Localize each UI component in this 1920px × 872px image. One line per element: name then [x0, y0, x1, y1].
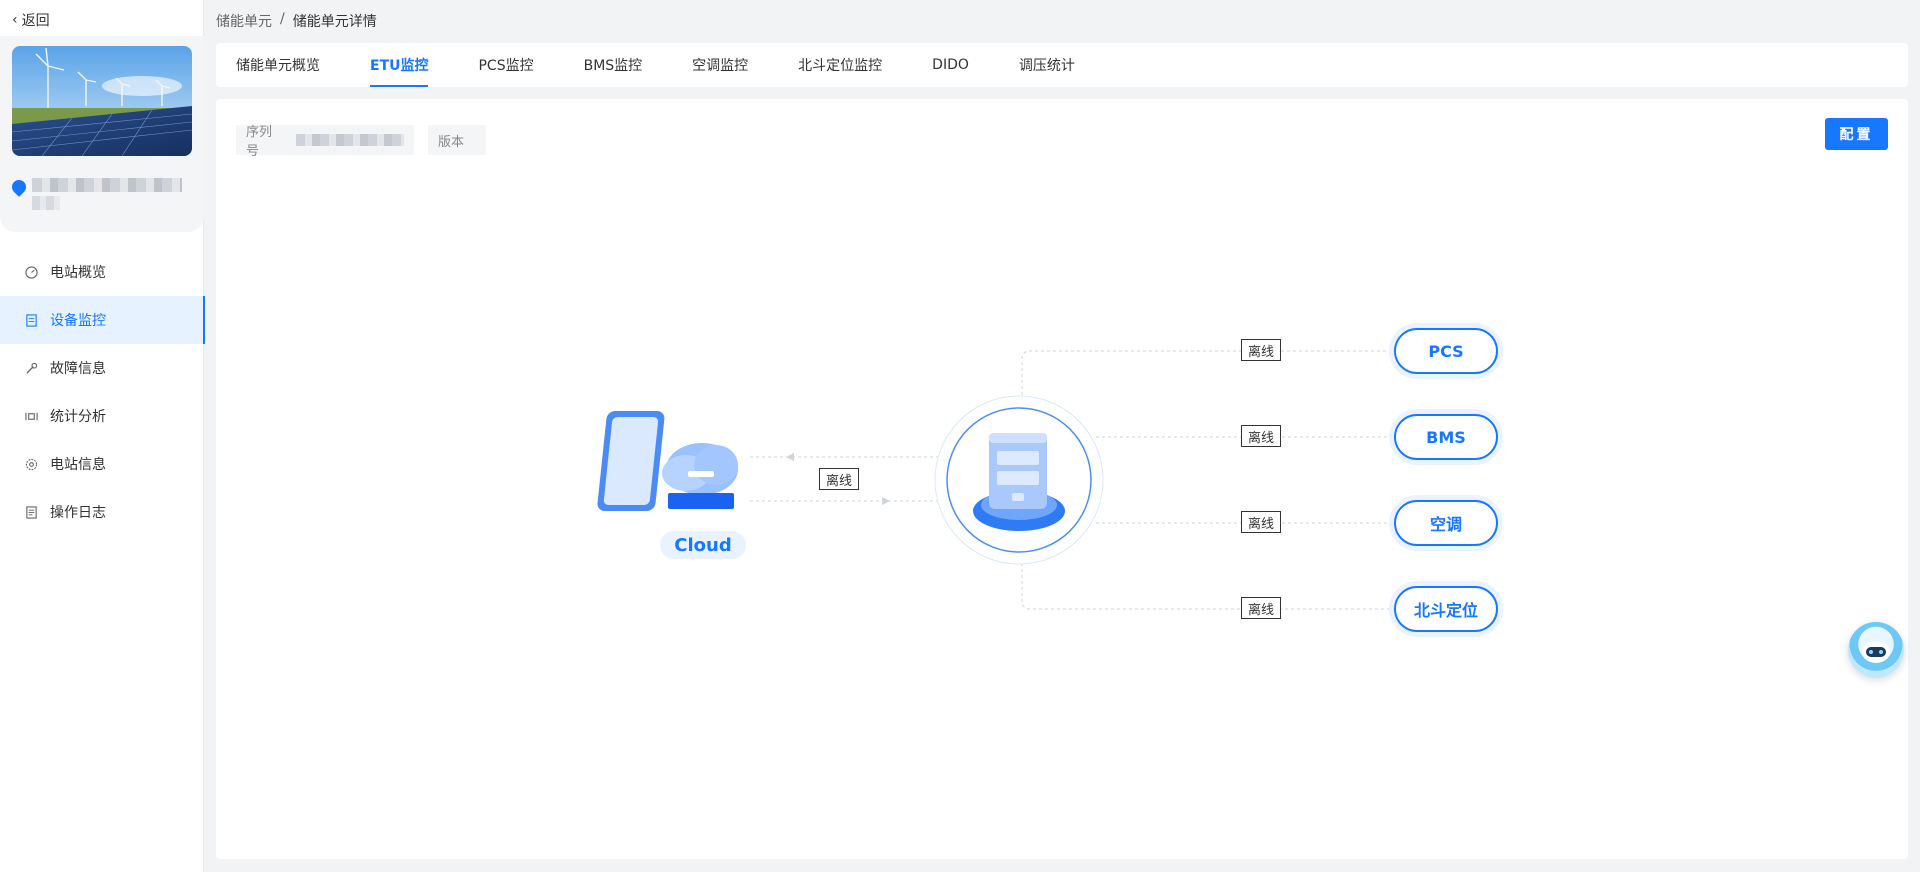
redacted-serial-number [296, 134, 404, 146]
tab-pcs-monitor[interactable]: PCS监控 [478, 58, 534, 74]
serial-number-label: 序列号 [246, 125, 273, 159]
sidebar-item-label: 设备监控 [50, 313, 106, 329]
arrow-left-icon [786, 453, 794, 461]
topology-diagram [597, 350, 1393, 610]
cloud-link-status: 离线 [819, 468, 860, 490]
sidebar-item-station-info[interactable]: 电站信息 [0, 440, 204, 488]
ac-status-label: 离线 [1241, 511, 1282, 533]
sidebar-item-overview[interactable]: 电站概览 [0, 248, 204, 296]
etu-monitor-panel: 序列号 版本 配置 [216, 99, 1908, 859]
cloud-link-lines [750, 456, 938, 502]
dashboard-icon [24, 265, 38, 279]
sidebar-item-label: 操作日志 [50, 505, 106, 521]
redacted-station-name-line2 [32, 196, 60, 210]
etu-node [934, 395, 1104, 565]
back-button[interactable]: ‹ 返回 [12, 10, 50, 30]
station-card [0, 36, 204, 232]
beidou-node[interactable]: 北斗定位 [1394, 586, 1498, 632]
cloud-phone-icon [597, 411, 738, 511]
robot-icon [1862, 641, 1890, 663]
breadcrumb-current: 储能单元详情 [292, 14, 377, 30]
sidebar-item-operation-log[interactable]: 操作日志 [0, 488, 204, 536]
breadcrumb: 储能单元 / 储能单元详情 [216, 11, 377, 31]
tab-beidou-monitor[interactable]: 北斗定位监控 [798, 58, 883, 74]
sidebar-item-label: 电站信息 [50, 457, 106, 473]
sidebar-item-label: 故障信息 [50, 361, 106, 377]
gear-icon [24, 457, 38, 471]
assistant-robot-button[interactable] [1848, 622, 1904, 678]
station-name [9, 177, 182, 210]
location-pin-icon [9, 177, 29, 197]
tab-bms-monitor[interactable]: BMS监控 [583, 58, 643, 74]
tab-dido[interactable]: DIDO [932, 57, 969, 73]
version-field: 版本 [428, 125, 486, 155]
tab-ac-monitor[interactable]: 空调监控 [692, 58, 749, 74]
beidou-status-label: 离线 [1241, 597, 1282, 619]
device-list-icon [24, 313, 38, 327]
breadcrumb-parent[interactable]: 储能单元 [216, 14, 272, 30]
sidebar-item-faults[interactable]: 故障信息 [0, 344, 204, 392]
sidebar-item-label: 统计分析 [50, 409, 106, 425]
sidebar-item-statistics[interactable]: 统计分析 [0, 392, 204, 440]
version-label: 版本 [438, 134, 465, 150]
stats-icon [24, 409, 38, 423]
bms-node[interactable]: BMS [1394, 414, 1498, 460]
tab-voltage-stats[interactable]: 调压统计 [1018, 58, 1075, 74]
station-photo [12, 46, 192, 156]
link-beidou [1021, 563, 1393, 610]
chevron-left-icon: ‹ [12, 12, 18, 28]
arrow-right-icon [882, 497, 890, 505]
tab-storage-overview[interactable]: 储能单元概览 [236, 58, 320, 74]
cloud-label: Cloud [660, 531, 746, 559]
log-icon [24, 505, 38, 519]
sidebar-item-label: 电站概览 [50, 265, 106, 281]
sidebar: ‹ 返回 [0, 0, 205, 872]
config-button[interactable]: 配置 [1825, 118, 1888, 150]
sidebar-menu: 电站概览 设备监控 故障信息 统计分析 电站信息 [0, 248, 205, 536]
redacted-station-name [32, 178, 182, 192]
link-pcs [1021, 350, 1393, 395]
ac-node[interactable]: 空调 [1394, 500, 1498, 546]
bms-status-label: 离线 [1241, 425, 1282, 447]
pcs-status-label: 离线 [1241, 339, 1282, 361]
breadcrumb-separator: / [280, 11, 285, 27]
serial-number-field: 序列号 [236, 125, 414, 159]
tab-etu-monitor[interactable]: ETU监控 [370, 43, 429, 87]
tab-bar: 储能单元概览 ETU监控 PCS监控 BMS监控 空调监控 北斗定位监控 DID… [216, 43, 1908, 87]
sidebar-item-device-monitor[interactable]: 设备监控 [0, 296, 205, 344]
wrench-icon [24, 361, 38, 375]
device-link-lines [1021, 350, 1393, 610]
back-label: 返回 [21, 13, 50, 29]
pcs-node[interactable]: PCS [1394, 328, 1498, 374]
